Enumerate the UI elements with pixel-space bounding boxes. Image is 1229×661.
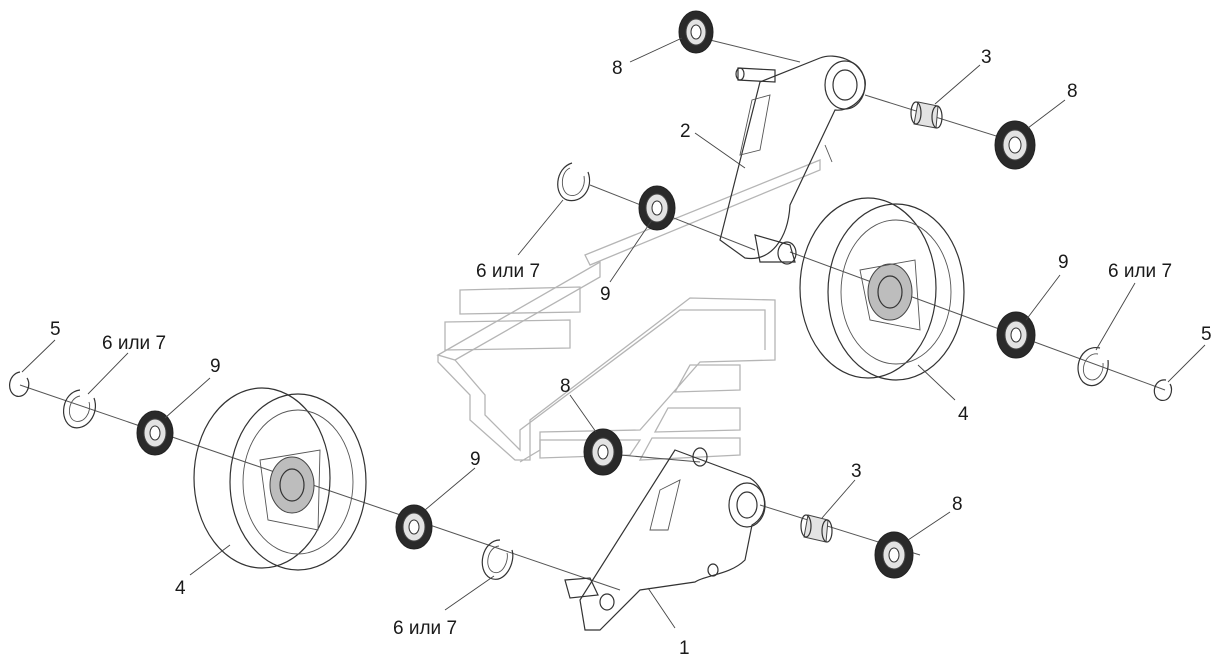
callout-3-top: 3 bbox=[981, 47, 992, 68]
retaining-ring-bottom bbox=[481, 539, 514, 580]
right-pulley-part-4 bbox=[799, 197, 965, 381]
bearing-9-mid bbox=[395, 504, 433, 550]
retaining-ring-upper bbox=[557, 162, 591, 202]
callout-8-top: 8 bbox=[612, 58, 623, 79]
callout-9-right: 9 bbox=[1058, 252, 1069, 273]
callout-5-left: 5 bbox=[50, 319, 61, 340]
callout-6or7-left: 6 или 7 bbox=[102, 333, 166, 354]
bearing-9-left bbox=[136, 410, 174, 456]
lower-arm-part-1 bbox=[564, 447, 766, 631]
snap-ring-left-5 bbox=[9, 371, 30, 397]
center-lines bbox=[19, 39, 1166, 591]
callout-9-mid: 9 bbox=[470, 449, 481, 470]
callout-3-bottom: 3 bbox=[851, 461, 862, 482]
bushing-3-top bbox=[910, 101, 943, 129]
callout-5-right: 5 bbox=[1201, 324, 1212, 345]
callout-4-left: 4 bbox=[175, 578, 186, 599]
callout-4-right: 4 bbox=[958, 404, 969, 425]
callout-8-bottom-right: 8 bbox=[952, 494, 963, 515]
bushing-3-bottom bbox=[800, 514, 833, 543]
callout-labels: 8 2 3 8 6 или 7 9 9 6 или 7 5 4 5 6 или … bbox=[50, 47, 1212, 659]
callout-6or7-upper: 6 или 7 bbox=[476, 261, 540, 282]
bearing-9-right bbox=[996, 311, 1036, 359]
bearing-8-bottom-right bbox=[874, 531, 914, 579]
leader-lines bbox=[21, 37, 1206, 629]
callout-8-top-right: 8 bbox=[1067, 81, 1078, 102]
bearing-8-right bbox=[994, 120, 1036, 170]
bearing-9-upper bbox=[638, 185, 676, 231]
callout-6or7-bottom: 6 или 7 bbox=[393, 618, 457, 639]
callout-6or7-right: 6 или 7 bbox=[1108, 261, 1172, 282]
retaining-ring-left bbox=[63, 389, 96, 429]
snap-ring-right-5 bbox=[1153, 379, 1173, 402]
left-pulley-part-4 bbox=[193, 387, 367, 571]
bearing-8-mid bbox=[583, 428, 623, 476]
callout-1: 1 bbox=[679, 638, 690, 659]
upper-arm-part-2 bbox=[719, 55, 866, 265]
callout-9-left: 9 bbox=[210, 356, 221, 377]
bearing-8-top bbox=[678, 10, 714, 54]
background-emblem bbox=[436, 159, 821, 463]
callout-8-mid: 8 bbox=[560, 376, 571, 397]
retaining-ring-right bbox=[1077, 347, 1109, 387]
callout-9-upper: 9 bbox=[600, 284, 611, 305]
callout-2: 2 bbox=[680, 121, 691, 142]
